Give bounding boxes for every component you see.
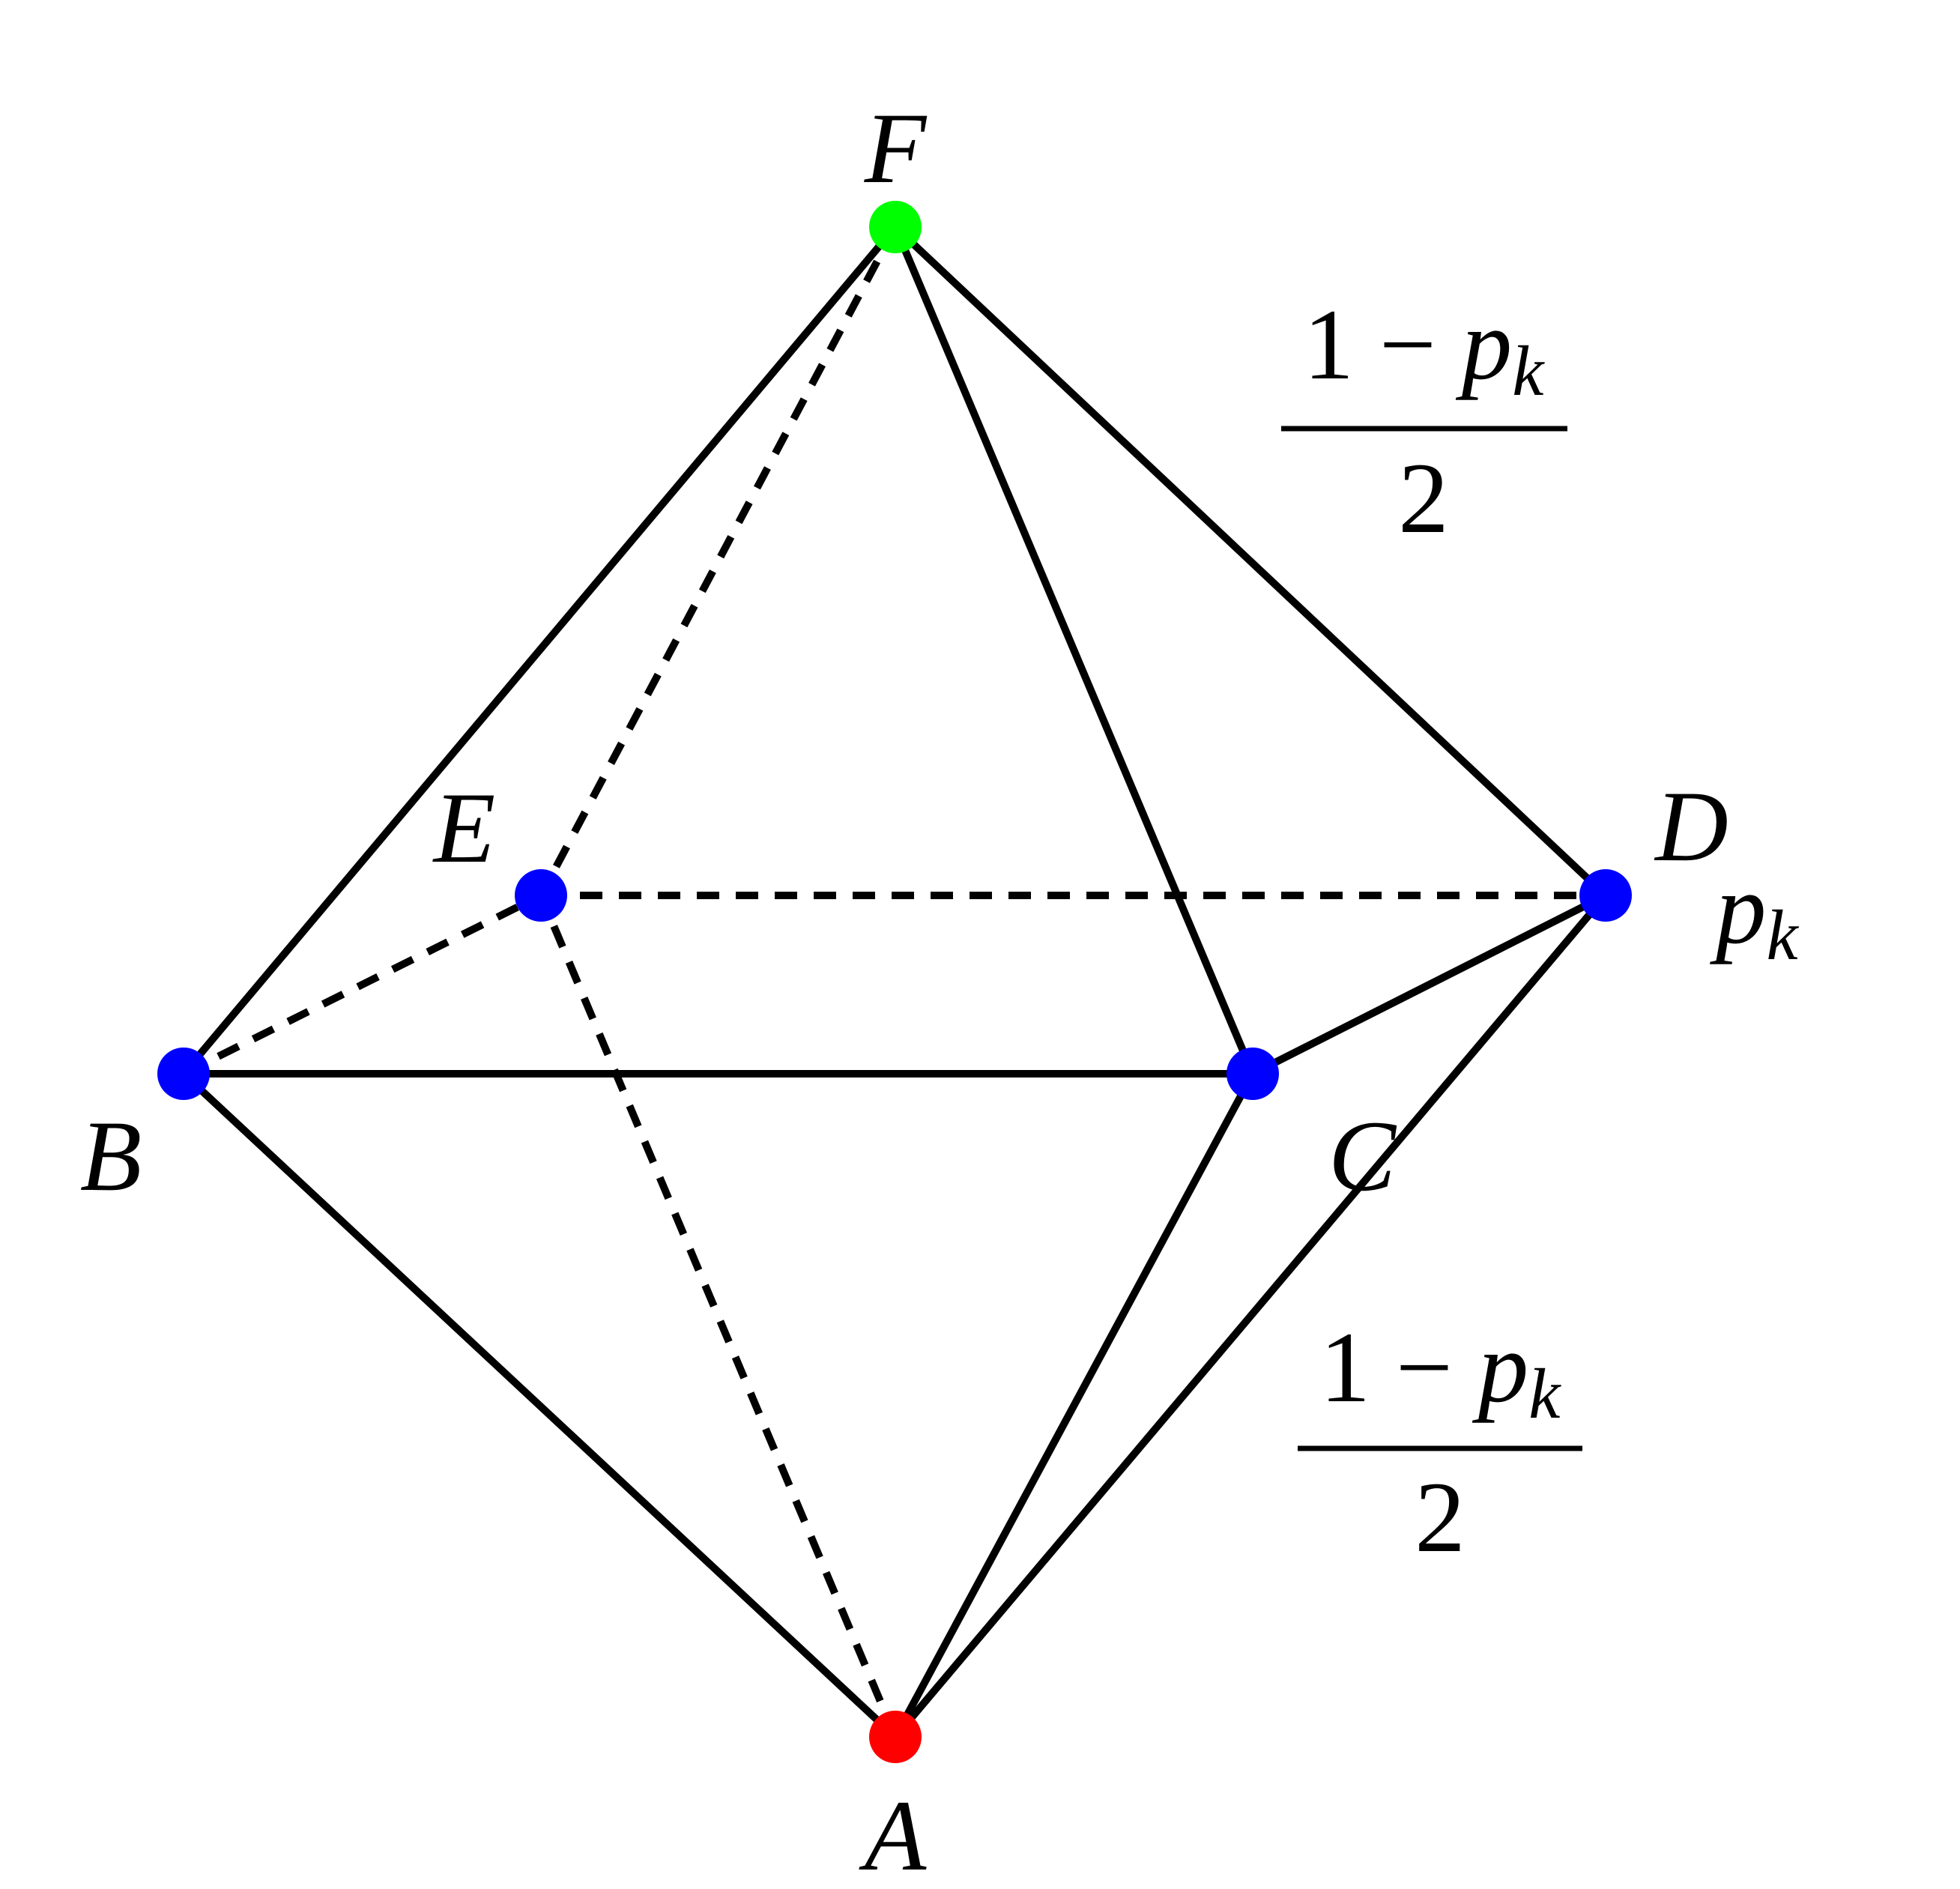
middle-probability-label: pk [1710,853,1800,975]
vertex-label-a: A [859,1780,927,1889]
vertex-label-d: D [1654,771,1728,883]
vertices-layer [157,201,1632,1763]
edge-f-d [892,223,1609,899]
edge-a-c [892,1070,1256,1741]
edge-f-c [892,223,1256,1078]
vertex-labels-layer: A B C D E F [80,93,1728,1889]
middle-pk-label: pk [1710,853,1800,975]
bottom-probability-fraction: 1 − pk 2 [1298,1312,1582,1574]
edge-c-d [1249,892,1609,1078]
edge-f-e [537,225,899,898]
bottom-fraction-denominator: 2 [1415,1462,1466,1574]
edge-f-b [180,223,899,1078]
top-fraction-numerator: 1 − pk [1304,289,1546,411]
vertex-b [157,1048,210,1100]
vertex-c [1226,1048,1279,1100]
vertex-e [515,869,567,922]
edges-layer [180,223,1609,1741]
edge-a-d [892,892,1609,1741]
edge-a-e [537,894,899,1738]
edge-b-e [181,892,543,1078]
bottom-fraction-numerator: 1 − pk [1320,1312,1562,1433]
vertex-d [1579,869,1632,922]
vertex-a [869,1711,922,1763]
vertex-label-f: F [864,93,928,205]
edge-a-b [180,1070,899,1741]
top-probability-fraction: 1 − pk 2 [1281,289,1567,554]
vertex-label-b: B [80,1101,142,1212]
vertex-f [869,201,922,253]
top-fraction-denominator: 2 [1398,443,1449,554]
vertex-label-c: C [1328,1101,1397,1212]
vertex-label-e: E [432,773,495,884]
